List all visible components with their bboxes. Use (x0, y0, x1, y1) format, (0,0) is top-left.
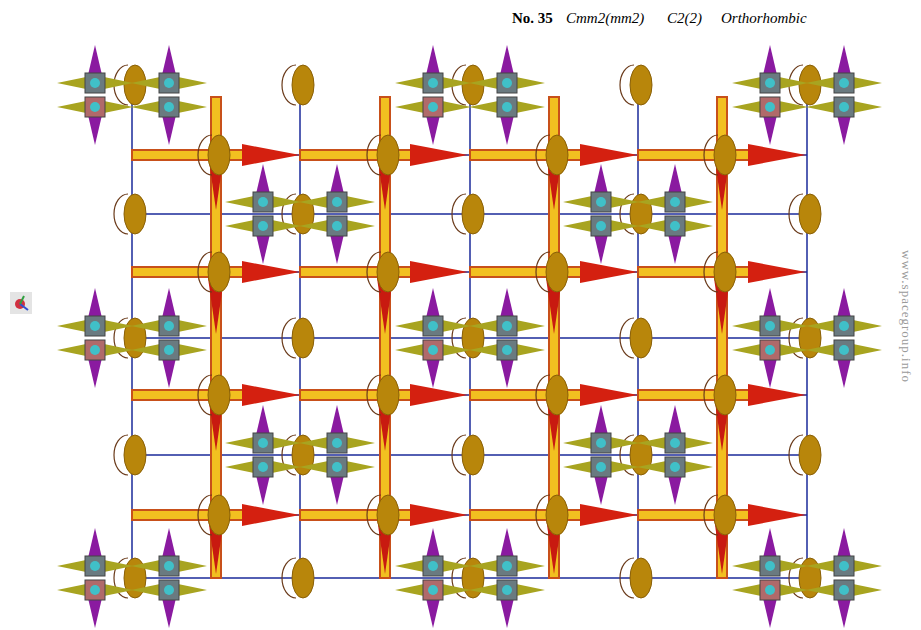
glide-bar (300, 510, 420, 520)
glide-arrowhead (242, 384, 300, 406)
title-part: Cmm2(mm2) (566, 11, 644, 26)
glide-bar (638, 390, 758, 400)
twofold-axis (377, 252, 399, 292)
site-symbol (299, 164, 375, 264)
site-symbol (732, 288, 808, 388)
glide-arrowhead (410, 144, 468, 166)
glide-arrowhead (242, 144, 300, 166)
twofold-axis (292, 558, 314, 598)
site-symbol (57, 45, 133, 145)
glide-arrowhead (748, 144, 806, 166)
glide-arrowhead (748, 504, 806, 526)
glide-arrowhead (580, 504, 638, 526)
glide-arrowhead (242, 504, 300, 526)
twofold-axis (546, 252, 568, 292)
twofold-axis (377, 495, 399, 535)
site-symbol (131, 45, 207, 145)
title-part: No. 35 (512, 11, 553, 26)
site-symbol (131, 528, 207, 628)
glide-planes-vertical (208, 97, 730, 578)
site-symbol (57, 288, 133, 388)
site-symbols (57, 45, 882, 628)
glide-arrowhead (748, 261, 806, 283)
twofold-axis (799, 194, 821, 234)
title-part: C2(2) (667, 11, 702, 26)
twofold-axis (462, 194, 484, 234)
twofold-axis (208, 252, 230, 292)
twofold-axis (377, 375, 399, 415)
site-symbol (225, 164, 301, 264)
glide-arrowhead (580, 144, 638, 166)
glide-bar (300, 150, 420, 160)
title-part: Orthorhombic (721, 11, 807, 26)
twofold-axis (546, 135, 568, 175)
twofold-axis (799, 435, 821, 475)
twofold-axis (546, 375, 568, 415)
twofold-axis (292, 318, 314, 358)
glide-bar (300, 267, 420, 277)
glide-arrowhead (242, 261, 300, 283)
glide-bar (638, 267, 758, 277)
glide-bar (300, 390, 420, 400)
twofold-axis (630, 318, 652, 358)
site-symbol (806, 45, 882, 145)
site-symbol (395, 288, 471, 388)
twofold-axis (208, 375, 230, 415)
site-symbol (563, 405, 639, 505)
twofold-axis (546, 495, 568, 535)
site-symbol (732, 45, 808, 145)
twofold-axis (630, 65, 652, 105)
glide-arrowhead (410, 384, 468, 406)
watermark: www.spacegroup.info (900, 250, 913, 383)
twofold-axis (124, 194, 146, 234)
glide-arrowhead (748, 384, 806, 406)
twofold-axis (714, 495, 736, 535)
glide-planes-horizontal (132, 144, 806, 526)
twofold-axis (208, 135, 230, 175)
site-symbol (732, 528, 808, 628)
site-symbol (57, 528, 133, 628)
twofold-axis (714, 135, 736, 175)
unit-cell-grid (132, 100, 807, 578)
glide-bar (132, 510, 252, 520)
twofold-axis (714, 375, 736, 415)
twofold-axis (292, 65, 314, 105)
glide-bar (132, 390, 252, 400)
glide-bar (470, 267, 590, 277)
twofold-axis (208, 495, 230, 535)
site-symbol (637, 405, 713, 505)
glide-bar (132, 267, 252, 277)
glide-bar (470, 150, 590, 160)
glide-bar (470, 390, 590, 400)
glide-bar (638, 150, 758, 160)
twofold-axis (630, 558, 652, 598)
glide-bar (132, 150, 252, 160)
twofold-axis (124, 435, 146, 475)
glide-arrowhead (580, 261, 638, 283)
site-symbol (299, 405, 375, 505)
site-symbol (806, 528, 882, 628)
site-symbol (131, 288, 207, 388)
site-symbol (395, 528, 471, 628)
site-symbol (637, 164, 713, 264)
glide-arrowhead (410, 504, 468, 526)
twofold-axis (377, 135, 399, 175)
site-symbol (806, 288, 882, 388)
twofold-axis (462, 435, 484, 475)
glide-arrowhead (410, 261, 468, 283)
site-symbol (469, 45, 545, 145)
site-symbol (469, 288, 545, 388)
glide-arrowhead (580, 384, 638, 406)
twofold-axes (114, 65, 821, 598)
site-symbol (395, 45, 471, 145)
axes-icon (10, 292, 32, 314)
site-symbol (469, 528, 545, 628)
glide-bar (638, 510, 758, 520)
twofold-axis (714, 252, 736, 292)
glide-bar (470, 510, 590, 520)
site-symbol (563, 164, 639, 264)
site-symbol (225, 405, 301, 505)
